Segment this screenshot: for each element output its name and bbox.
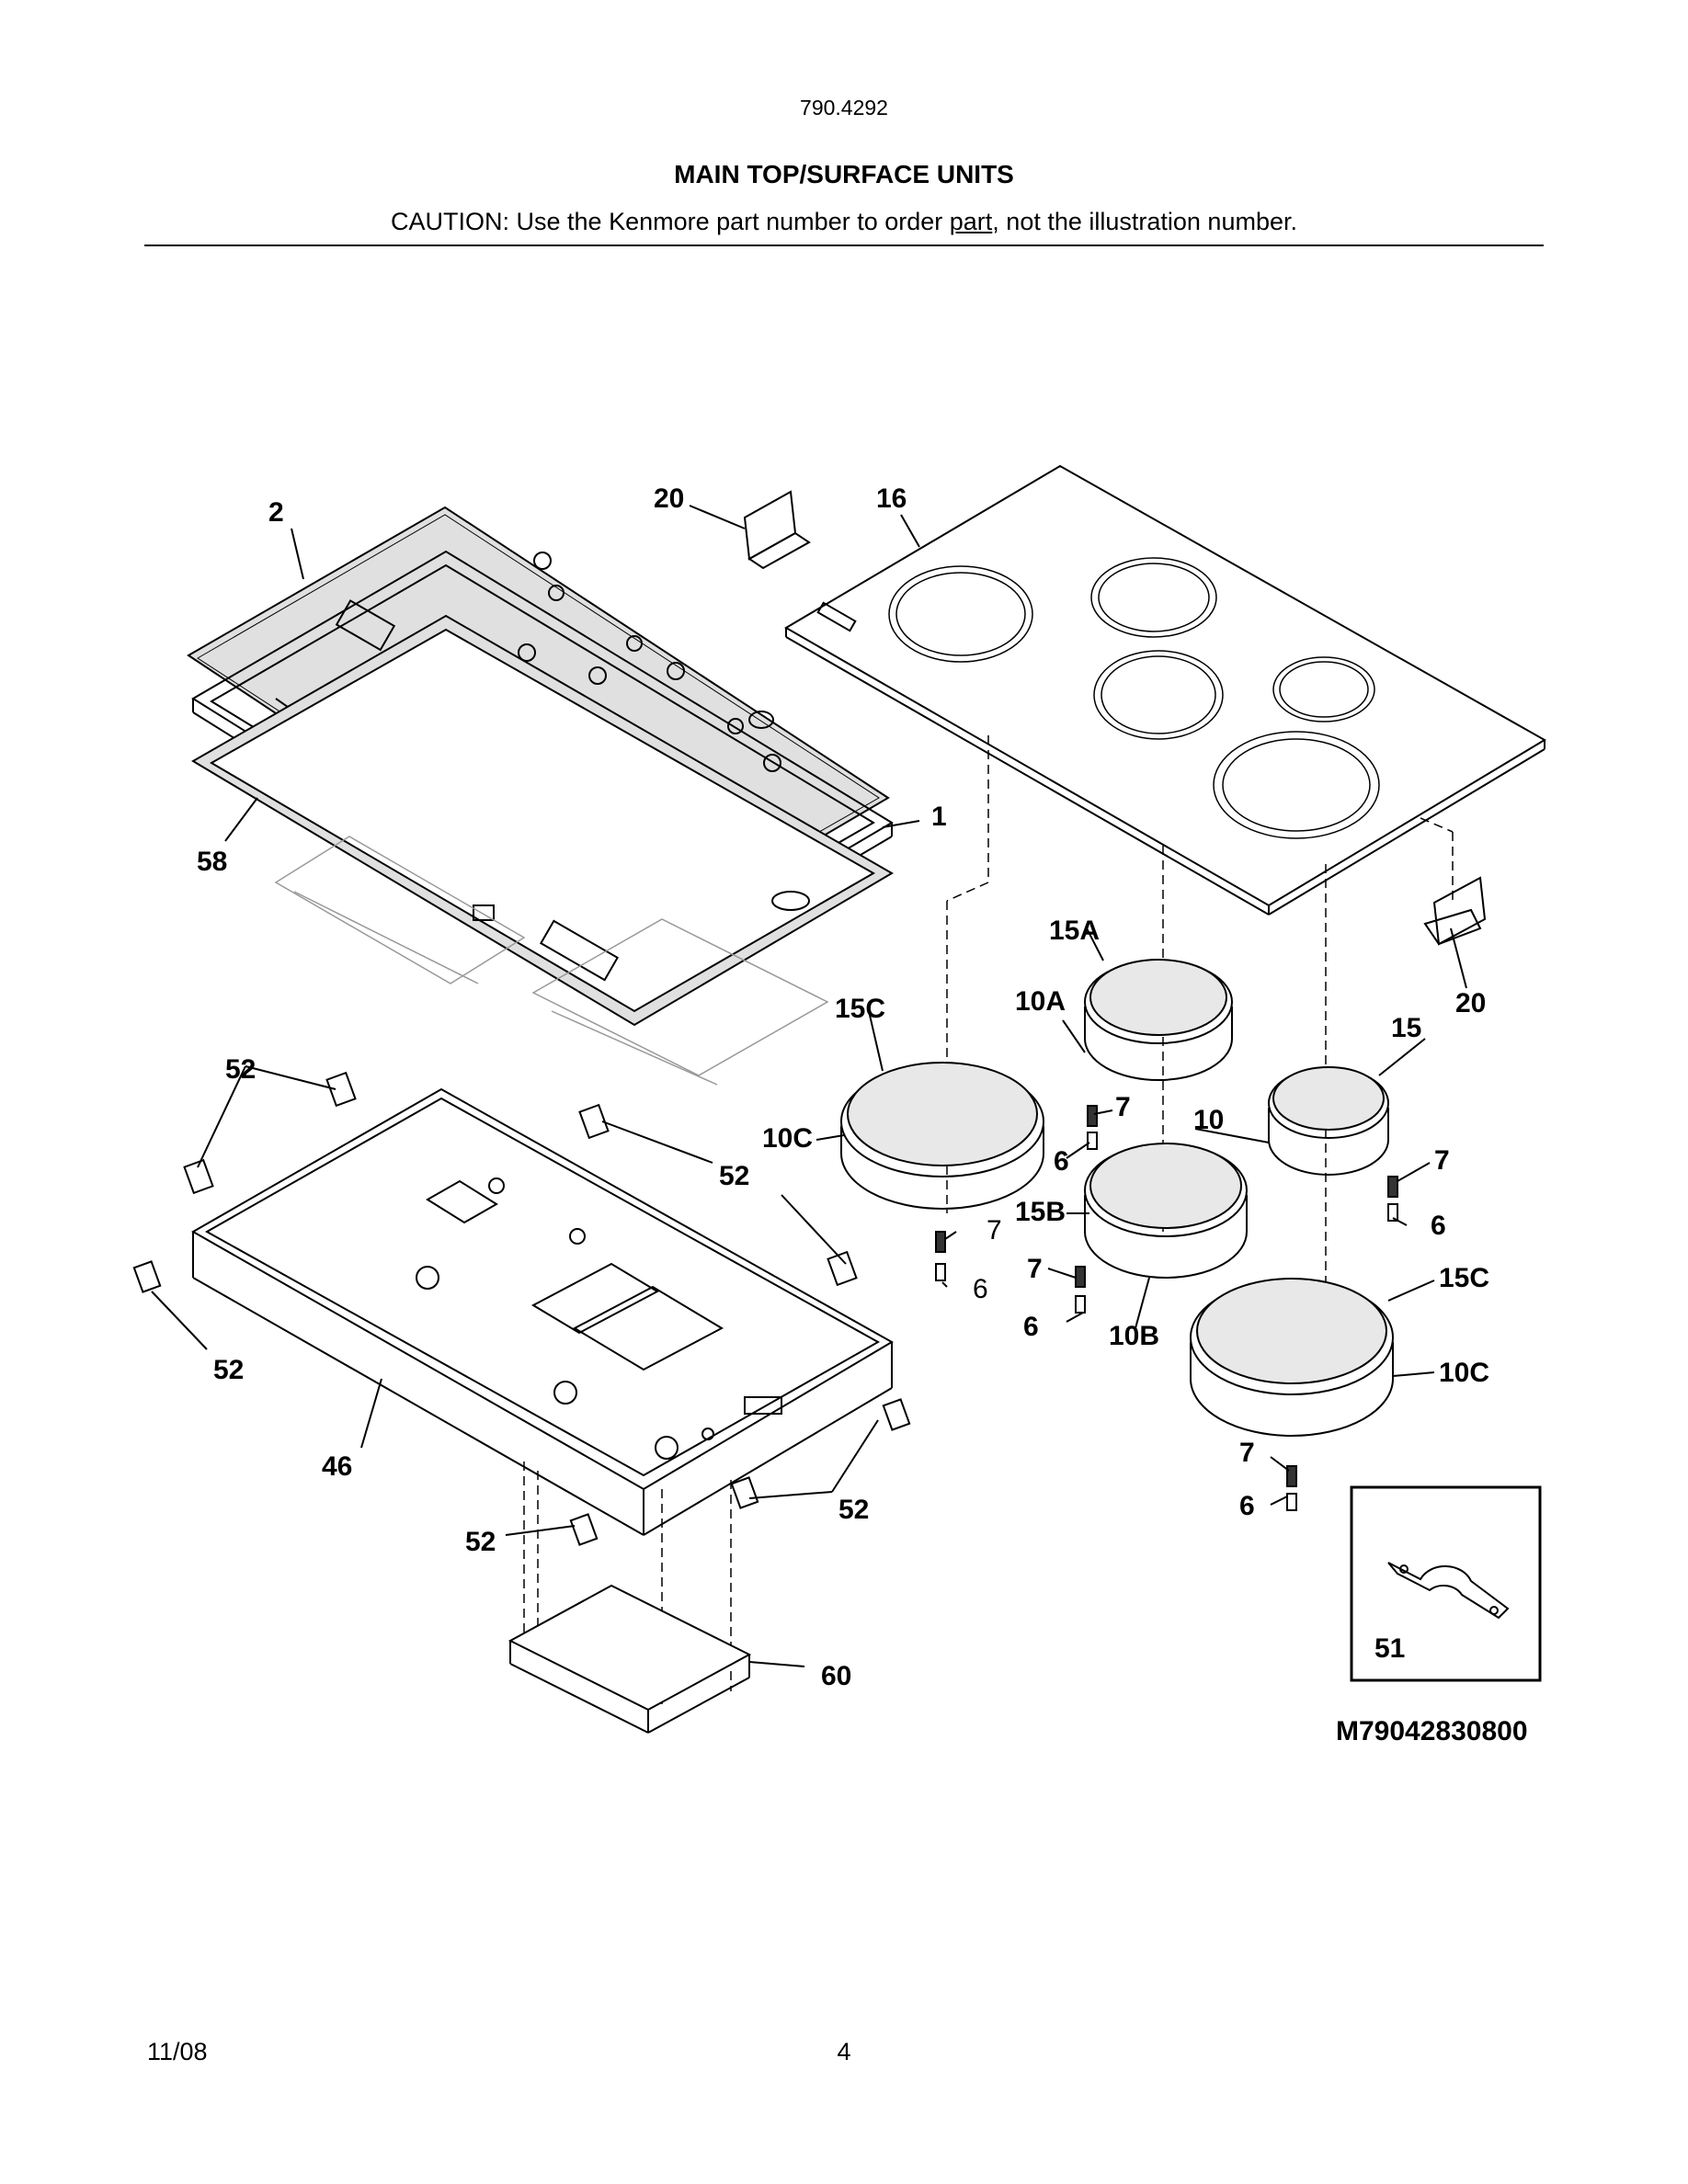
callout-20-right: 20 [1455, 988, 1486, 1018]
part-20-bracket-top [743, 490, 811, 570]
part-20-bracket-right [1423, 876, 1487, 946]
element-15b [1084, 1143, 1248, 1279]
callout-52-right: 52 [838, 1495, 869, 1525]
caution-text: CAUTION: Use the Kenmore part number to … [0, 208, 1688, 236]
callout-7b: 7 [1434, 1145, 1450, 1176]
callout-58: 58 [197, 847, 227, 877]
part-51-inset [1350, 1485, 1542, 1682]
callout-16: 16 [876, 483, 907, 514]
part-60-tray [508, 1584, 752, 1734]
callout-52-bottom: 52 [465, 1527, 496, 1557]
callout-60: 60 [821, 1661, 851, 1691]
caution-text-end: , not the illustration number. [992, 208, 1297, 235]
page-number: 4 [837, 2038, 851, 2065]
callout-15b: 15B [1015, 1197, 1066, 1227]
callout-7d: 7 [1027, 1254, 1043, 1284]
header-rule [144, 245, 1544, 246]
callout-10: 10 [1193, 1105, 1224, 1135]
callout-6c: 6 [1431, 1211, 1446, 1241]
callout-2: 2 [268, 497, 284, 528]
figure-id: M79042830800 [1336, 1716, 1528, 1746]
callout-51: 51 [1374, 1633, 1405, 1664]
callout-15c-right: 15C [1439, 1263, 1489, 1293]
part-16-glass-cooktop [784, 464, 1546, 916]
callout-15a: 15A [1049, 916, 1100, 946]
page-title: MAIN TOP/SURFACE UNITS [674, 160, 1014, 188]
callout-7c: 7 [987, 1215, 1002, 1246]
callout-6b: 6 [973, 1274, 988, 1304]
callout-labels: 2 20 16 1 58 20 15A 10A 15C 15 10C 7 10 … [197, 483, 1528, 1746]
part-58-lower-plate [191, 614, 894, 1027]
callout-7a: 7 [1115, 1092, 1131, 1122]
callout-10c-right: 10C [1439, 1358, 1489, 1388]
callout-10b: 10B [1109, 1321, 1159, 1351]
callout-6e: 6 [1239, 1491, 1255, 1521]
element-15c-left [840, 1062, 1044, 1210]
caution-text-start: CAUTION: Use the Kenmore part number to … [391, 208, 950, 235]
part-46-box [190, 1087, 895, 1536]
element-15a [1084, 959, 1233, 1081]
model-number: 790.4292 [800, 96, 888, 119]
callout-52-top: 52 [225, 1054, 256, 1085]
callout-52-left: 52 [213, 1355, 244, 1385]
callout-52-mid: 52 [719, 1161, 749, 1191]
caution-underlined-word: part [949, 208, 993, 235]
callout-1: 1 [931, 802, 947, 832]
callout-46: 46 [322, 1451, 352, 1482]
screws-and-springs [935, 1105, 1398, 1511]
callout-15: 15 [1391, 1013, 1421, 1043]
callout-15c-left: 15C [835, 994, 885, 1024]
footer-date: 11/08 [147, 2038, 208, 2065]
callout-6a: 6 [1054, 1146, 1069, 1177]
element-15c-right [1190, 1278, 1394, 1437]
callout-6d: 6 [1023, 1312, 1039, 1342]
control-board-assembly [274, 836, 829, 1086]
element-15 [1268, 1066, 1389, 1176]
callout-20-top: 20 [654, 483, 684, 514]
callout-7e: 7 [1239, 1438, 1255, 1468]
callout-10c-left: 10C [762, 1123, 813, 1154]
leader-lines [151, 505, 1467, 1667]
part-52-clips [132, 1071, 911, 1546]
callout-10a: 10A [1015, 986, 1066, 1017]
